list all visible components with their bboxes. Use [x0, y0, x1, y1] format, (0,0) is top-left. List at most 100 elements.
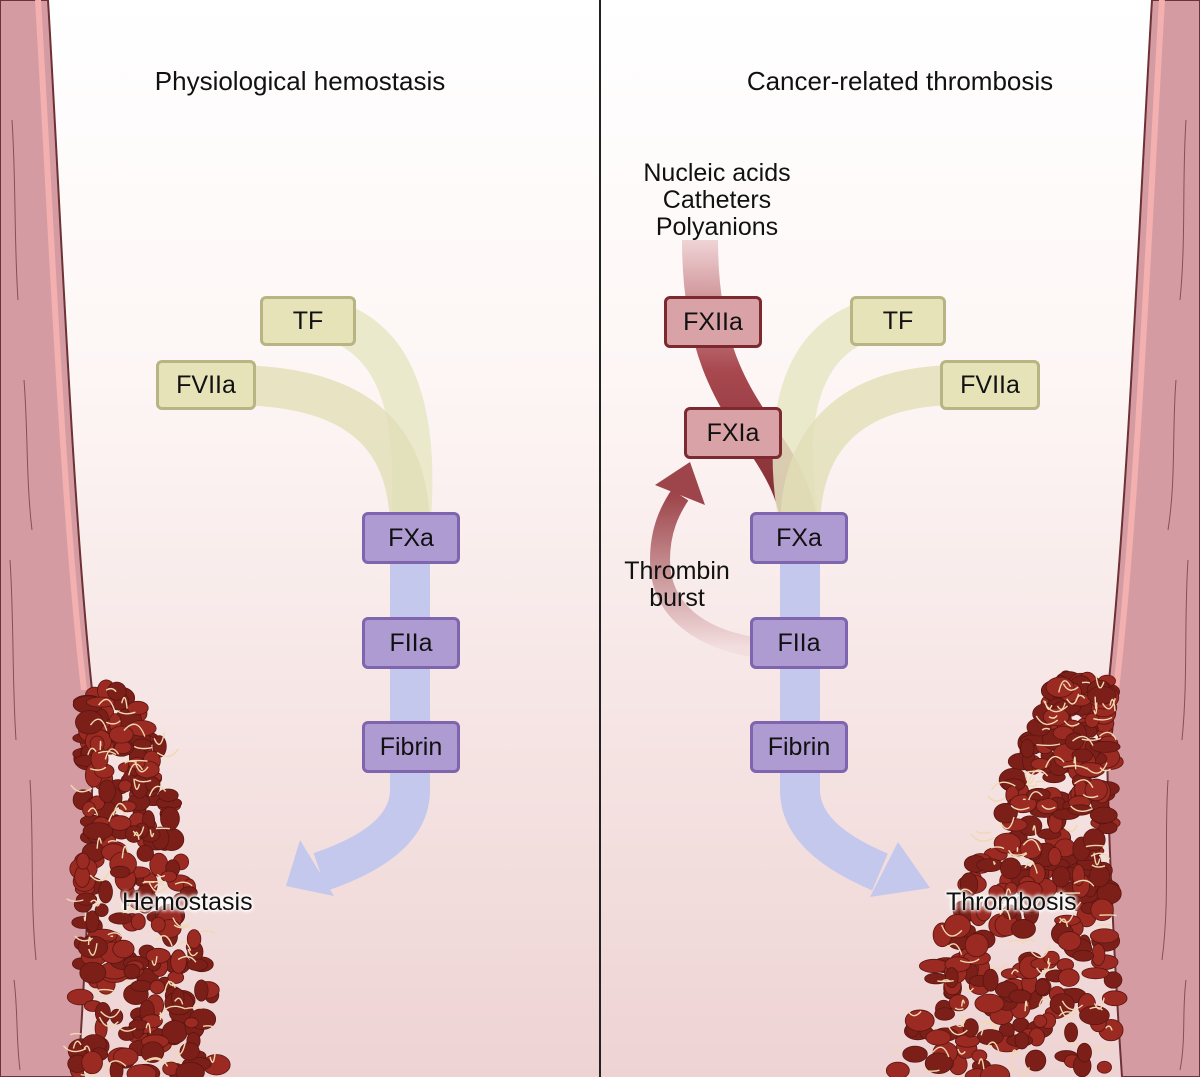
fibrin-strand — [1063, 720, 1080, 727]
fibrin-strand — [124, 760, 138, 764]
fibrin-strand — [987, 795, 1005, 802]
platelet — [962, 1018, 979, 1038]
platelet — [130, 913, 146, 931]
fibrin-strand — [1058, 1011, 1075, 1017]
thrombin-burst-line: burst — [649, 584, 705, 612]
platelet — [944, 967, 959, 989]
fibrin-strand — [1062, 683, 1079, 691]
fibrin-strand — [990, 781, 1016, 791]
thrombin-burst-arrow — [649, 489, 762, 658]
vessel-wall-right — [1106, 0, 1200, 1077]
fibrin-strand — [1058, 918, 1069, 928]
fibrin-strand — [937, 979, 954, 983]
fibrin-strand — [1059, 1005, 1078, 1019]
fibrin-strand — [128, 763, 144, 776]
fibrin-strand — [959, 958, 980, 964]
fibrin-strand — [133, 778, 141, 790]
fibrin-strand — [1058, 680, 1072, 693]
fibrin-strand — [1099, 914, 1117, 917]
fibrin-strand — [174, 997, 184, 1005]
fibrin-strand — [1093, 852, 1101, 866]
platelet — [959, 872, 979, 897]
fibrin-strand — [1056, 702, 1066, 711]
box-fxia: FXIa — [684, 407, 782, 459]
fibrin-strand — [956, 888, 973, 898]
platelet — [925, 1029, 952, 1046]
platelet — [126, 700, 149, 716]
fibrin-strand — [202, 1025, 214, 1028]
fibrin-strand — [62, 1045, 87, 1053]
fibrin-strand — [1064, 1041, 1081, 1045]
fibrin-strand — [1109, 698, 1116, 712]
fibrin-strand — [93, 902, 101, 907]
platelet — [1084, 712, 1100, 728]
platelet — [1047, 847, 1062, 867]
fibrin-strand — [1028, 769, 1049, 783]
platelet — [944, 913, 972, 939]
fibrin-strand — [1072, 735, 1094, 746]
box-fviia-right: FVIIa — [940, 360, 1040, 410]
platelet — [82, 801, 96, 818]
fibrin-strand — [185, 1006, 203, 1010]
fibrin-strand — [177, 955, 197, 963]
fviia-pathway-band-right — [780, 365, 961, 531]
platelet — [82, 822, 114, 840]
platelet — [924, 972, 948, 985]
fibrin-strand — [1098, 731, 1117, 741]
fibrin-strand — [132, 826, 145, 837]
platelet — [107, 681, 127, 701]
fibrin-strand — [1042, 700, 1068, 713]
fibrin-strand — [1041, 804, 1056, 810]
fibrin-strand — [954, 1018, 967, 1028]
fibrin-strand — [1005, 888, 1012, 898]
platelet — [1049, 993, 1075, 1016]
fibrin-strand — [123, 980, 132, 985]
fibrin-strand — [1065, 901, 1082, 909]
fibrin-strand — [1082, 793, 1099, 799]
fibrin-strand — [122, 909, 146, 914]
platelet — [1090, 898, 1114, 921]
fibrin-strand — [1091, 864, 1106, 868]
fibrin-strand — [990, 846, 1005, 850]
fibrin-strand — [89, 766, 107, 771]
fibrin-strand — [1010, 804, 1030, 811]
fibrin-strand — [155, 935, 173, 947]
trigger-item: Catheters — [662, 186, 772, 214]
fibrin-strand — [1093, 716, 1113, 721]
platelet — [1065, 732, 1085, 751]
platelet — [1000, 857, 1022, 880]
fibrin-strand — [980, 1022, 996, 1036]
fibrin-strand — [961, 999, 966, 1007]
platelet — [66, 988, 94, 1006]
fibrin-strand — [1099, 767, 1111, 772]
fibrin-strand — [891, 1048, 901, 1053]
fibrin-strand — [142, 881, 155, 884]
fibrin-strand — [105, 687, 117, 693]
platelet — [184, 1017, 199, 1029]
box-fiia-left: FIIa — [362, 617, 460, 669]
platelet — [149, 979, 165, 995]
platelet — [1089, 806, 1118, 824]
fibrin-strand — [151, 956, 158, 966]
fibrin-strand — [98, 698, 116, 711]
fibrin-strand — [83, 912, 87, 922]
platelet — [1064, 1022, 1078, 1043]
platelet — [885, 1061, 910, 1077]
fibrin-strand — [88, 943, 98, 956]
fibrin-strand — [148, 881, 168, 893]
platelet — [76, 852, 90, 870]
platelet — [109, 865, 131, 879]
platelet — [993, 832, 1021, 854]
clot-left — [62, 679, 231, 1077]
fibrin-strand — [1073, 779, 1094, 789]
platelet — [130, 980, 153, 992]
platelet — [982, 968, 999, 992]
box-fibrin-left: Fibrin — [362, 721, 460, 773]
platelet — [1089, 864, 1110, 888]
fibrin-strand — [1089, 1006, 1103, 1011]
fibrin-strand — [1008, 849, 1028, 858]
platelet — [150, 916, 166, 933]
fibrin-strand — [1028, 791, 1043, 801]
fibrin-strand — [156, 873, 166, 878]
